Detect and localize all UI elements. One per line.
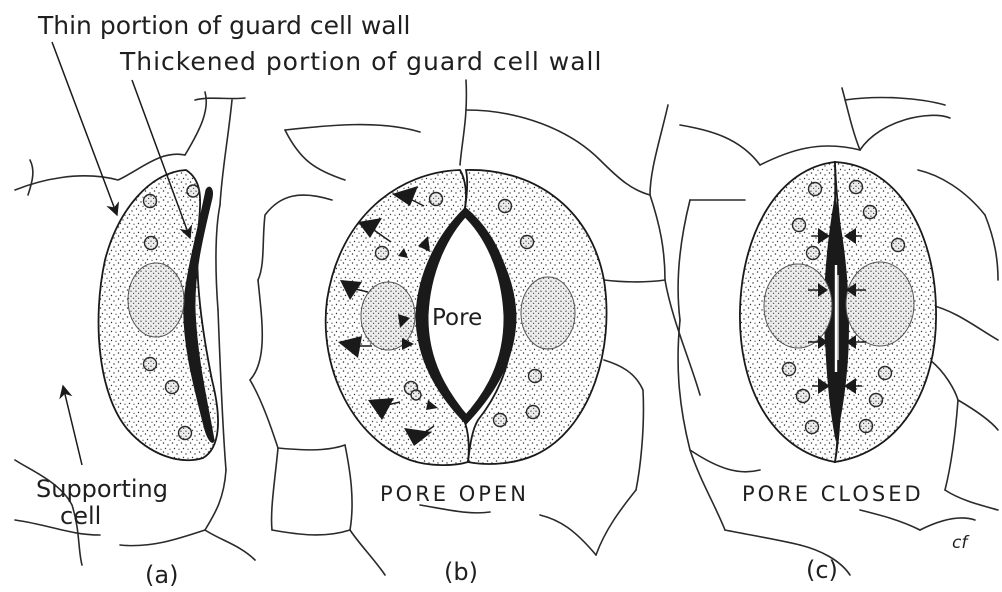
right-nucleus [521,277,575,349]
right-nucleus-closed [846,262,914,346]
panel-b: Pore PORE OPEN (b) [250,80,700,586]
panel-a-label: (a) [145,561,178,589]
pore-closed-caption: PORE CLOSED [742,482,924,506]
supporting-cell-pointer [63,386,82,465]
pore-open-caption: PORE OPEN [380,482,529,506]
left-nucleus [361,282,415,350]
panel-c: PORE CLOSED (c) cf [678,88,998,584]
thin-wall-pointer [52,42,117,215]
panel-c-label: (c) [806,556,838,584]
thin-wall-label: Thin portion of guard cell wall [37,11,411,40]
artist-signature: cf [952,533,970,553]
nucleus [128,263,184,337]
supporting-cell-label-line2: cell [60,502,101,530]
thickened-wall-label: Thickened portion of guard cell wall [119,47,602,76]
supporting-cell-label-line1: Supporting [36,475,168,503]
pore-label: Pore [432,305,482,331]
left-nucleus-closed [764,264,832,348]
panel-a: Supporting cell (a) [15,42,255,589]
panel-b-label: (b) [444,558,478,586]
